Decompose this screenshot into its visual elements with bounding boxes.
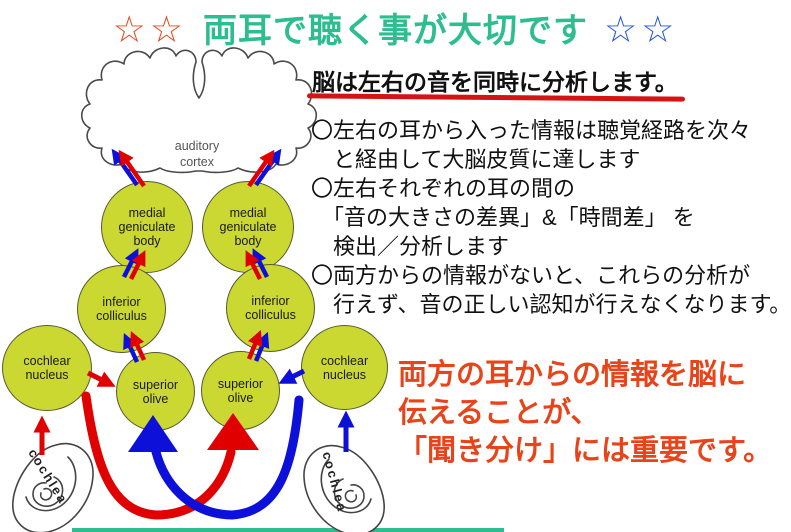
page-title: ☆☆ 両耳で聴く事が大切です ☆☆ (0, 3, 791, 52)
bullet-line: 〇左右それぞれの耳の間の (311, 176, 576, 201)
node-inferior-colliculus-left: inferior colliculus (77, 265, 166, 353)
stars-right-icon: ☆☆ (604, 9, 679, 50)
panel-heading: 脳は左右の音を同時に分析します。 (312, 69, 678, 95)
bullet-text-block: 〇左右の耳から入った情報は聴覚経路を次々 と経由して大脳皮質に達します 〇左右そ… (311, 116, 791, 319)
node-medial-geniculate-body-right: medial geniculate body (202, 181, 294, 273)
conclusion-line: 伝えることが、 (398, 397, 600, 429)
node-cochlear-nucleus-left: cochlear nucleus (2, 325, 92, 411)
bullet-line: 〇両方からの情報がないと、これらの分析が (311, 263, 751, 288)
stars-left-icon: ☆☆ (112, 9, 187, 50)
bullet-line: と経由して大脳皮質に達します (311, 147, 641, 172)
conclusion-text-block: 両方の耳からの情報を脳に 伝えることが、 「聞き分け」には重要です。 (398, 356, 790, 470)
auditory-cortex-label: auditory cortex (174, 139, 220, 170)
bottom-divider-line (72, 528, 504, 532)
node-medial-geniculate-body-left: medial geniculate body (101, 181, 193, 273)
node-cochlear-nucleus-right: cochlear nucleus (301, 325, 388, 410)
node-superior-olive-left: superior olive (116, 352, 195, 431)
conclusion-line: 「聞き分け」には重要です。 (398, 435, 773, 467)
node-superior-olive-right: superior olive (201, 351, 280, 430)
node-inferior-colliculus-right: inferior colliculus (226, 264, 315, 352)
bullet-line: 「音の大きさの差異」&「時間差」 を (311, 205, 695, 230)
title-text: 両耳で聴く事が大切です (203, 12, 588, 50)
conclusion-line: 両方の耳からの情報を脳に (398, 359, 747, 391)
brain-outline (80, 47, 318, 174)
bullet-line: 〇左右の耳から入った情報は聴覚経路を次々 (311, 118, 752, 143)
bullet-line: 検出／分析します (311, 234, 510, 259)
bullet-line: 行えず、音の正しい認知が行えなくなります。 (311, 292, 791, 317)
